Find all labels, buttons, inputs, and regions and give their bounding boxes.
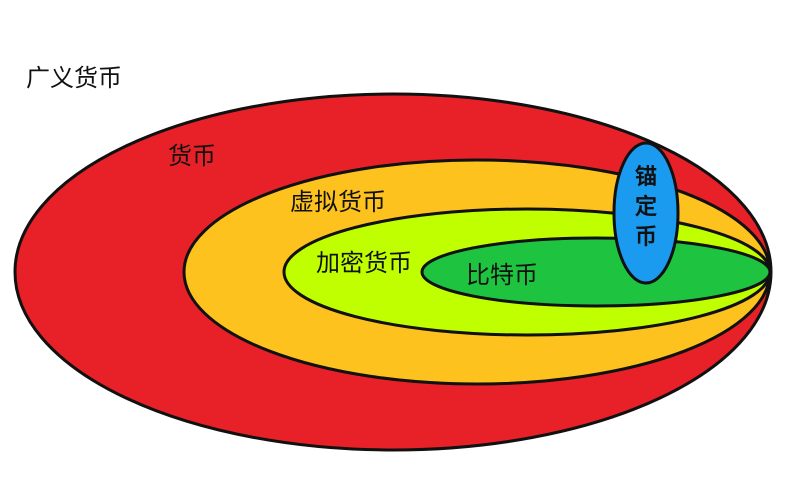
label-virtual-currency: 虚拟货币 (290, 188, 386, 216)
outer-label-broad-money: 广义货币 (26, 64, 122, 92)
label-money: 货币 (168, 142, 216, 170)
label-anchored-char-2: 定 (635, 194, 657, 220)
ellipse-anchored-coin (612, 141, 680, 285)
ellipse-bitcoin (420, 236, 772, 308)
label-anchored-char-3: 币 (635, 225, 657, 250)
label-crypto-currency: 加密货币 (316, 249, 412, 277)
label-anchored-char-1: 锚 (635, 164, 657, 190)
label-bitcoin: 比特币 (466, 261, 538, 289)
